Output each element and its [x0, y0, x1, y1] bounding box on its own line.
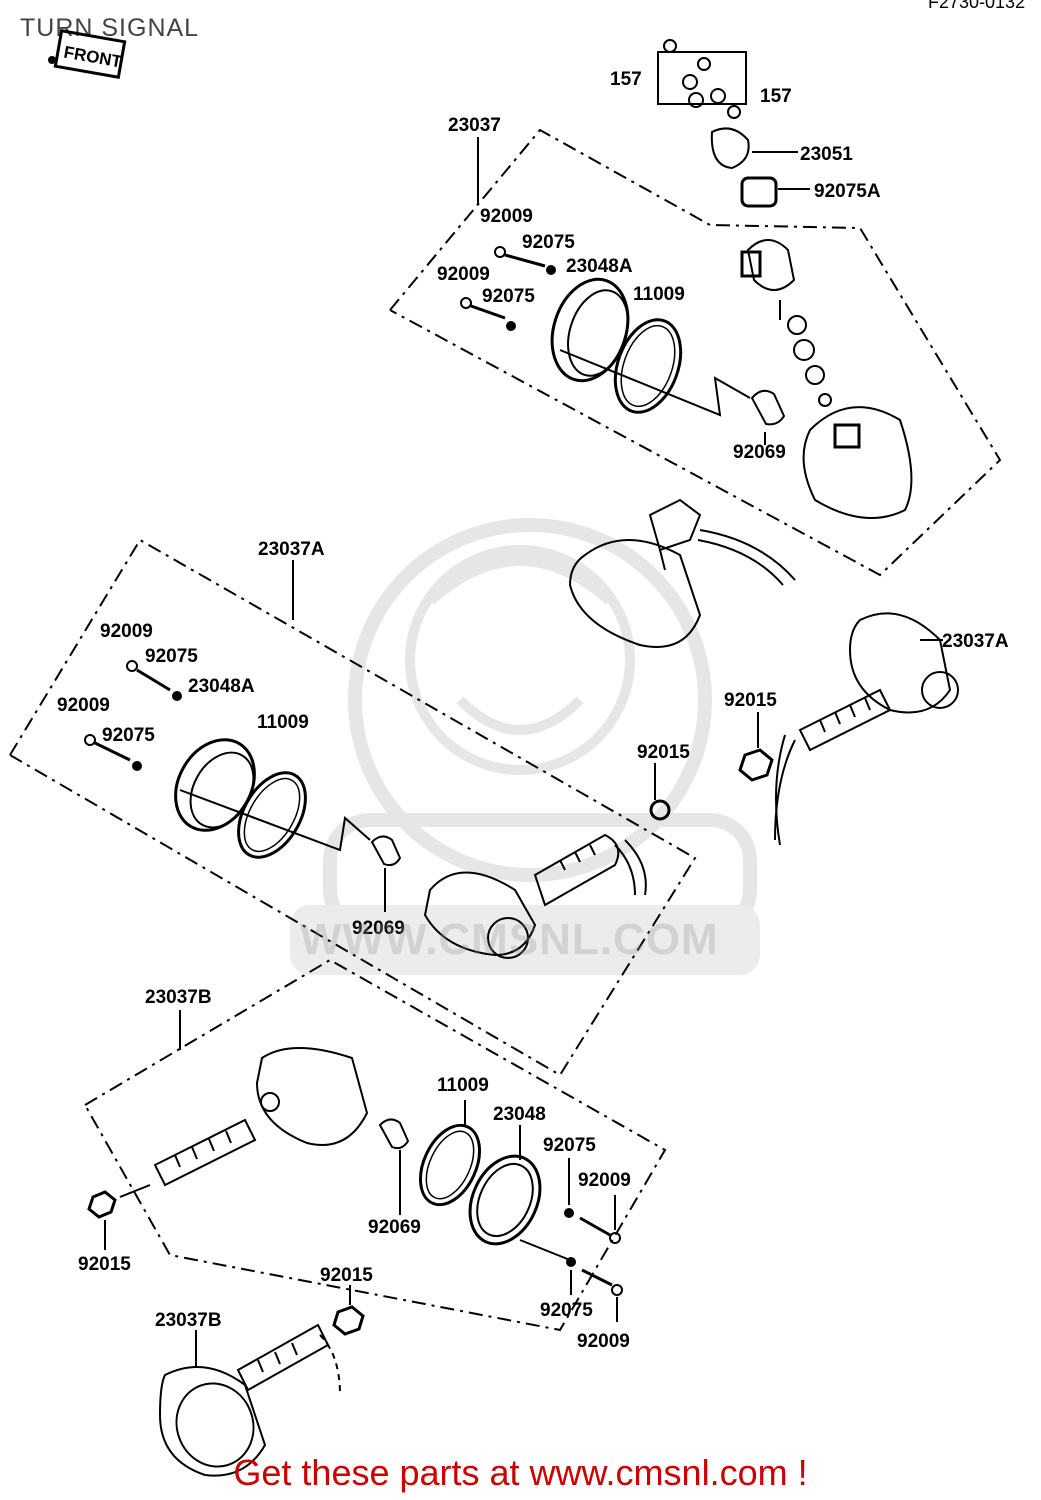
page-title: TURN SIGNAL: [20, 14, 200, 42]
part-label-92069-b: 92069: [352, 918, 405, 939]
part-label-11009-b: 11009: [257, 712, 309, 733]
part-label-23051: 23051: [800, 144, 853, 165]
front-label: FRONT: [62, 43, 124, 72]
turn-signal-housing-loose: [568, 498, 796, 648]
part-label-23037: 23037: [448, 115, 501, 136]
part-label-92009-a1: 92009: [480, 206, 533, 227]
part-label-92075-a1: 92075: [522, 232, 575, 253]
turn-signal-unit-23037B-bottom: [158, 1285, 365, 1477]
part-label-92009-c1: 92009: [578, 1170, 631, 1191]
part-label-92075-c1: 92075: [543, 1135, 596, 1156]
turn-signal-assembly-23037A: [9, 538, 697, 1077]
part-label-92075-b1: 92075: [145, 646, 198, 667]
part-label-92009-a2: 92009: [437, 264, 490, 285]
part-label-92009-b2: 92009: [57, 695, 110, 716]
part-label-23037B-bottom: 23037B: [155, 1310, 222, 1331]
part-label-23048: 23048: [493, 1104, 546, 1125]
part-label-23037A: 23037A: [258, 539, 325, 560]
part-label-11009-a: 11009: [633, 284, 685, 305]
part-label-92075A: 92075A: [814, 181, 881, 202]
part-label-23037B: 23037B: [145, 987, 212, 1008]
part-label-92009-b1: 92009: [100, 621, 153, 642]
part-label-92069-c: 92069: [368, 1217, 421, 1238]
part-label-92075-b2: 92075: [102, 725, 155, 746]
part-label-157-right: 157: [760, 86, 792, 107]
part-label-23048A-a: 23048A: [566, 256, 633, 277]
watermark-logo: [290, 518, 760, 975]
part-label-92075-a2: 92075: [482, 286, 535, 307]
part-label-92075-c2: 92075: [540, 1300, 593, 1321]
part-label-92015-b: 92015: [637, 742, 690, 763]
turn-signal-assembly-23037: [389, 39, 1002, 577]
turn-signal-assembly-23037B: [84, 958, 667, 1332]
front-direction-badge: FRONT: [48, 28, 127, 80]
part-label-23048A-b: 23048A: [188, 676, 255, 697]
part-label-92069-a: 92069: [733, 442, 786, 463]
reference-code: F2730-0132: [928, 0, 1026, 12]
part-label-11009-c: 11009: [437, 1075, 489, 1096]
part-label-92015-c: 92015: [78, 1254, 131, 1275]
footer-promo-link[interactable]: Get these parts at www.cmsnl.com !: [233, 1452, 808, 1493]
part-label-157-left: 157: [610, 69, 642, 90]
turn-signal-unit-23037A-right: [738, 612, 959, 846]
part-label-92015-d: 92015: [320, 1265, 373, 1286]
part-label-92015-right: 92015: [724, 690, 777, 711]
part-labels: 157 157 23051 92075A 23037 92009 92075 2…: [57, 69, 1009, 1352]
part-label-23037A-right: 23037A: [942, 631, 1009, 652]
watermark-text: WWW.CMSNL.COM: [300, 915, 719, 964]
part-label-92009-c2: 92009: [577, 1331, 630, 1352]
